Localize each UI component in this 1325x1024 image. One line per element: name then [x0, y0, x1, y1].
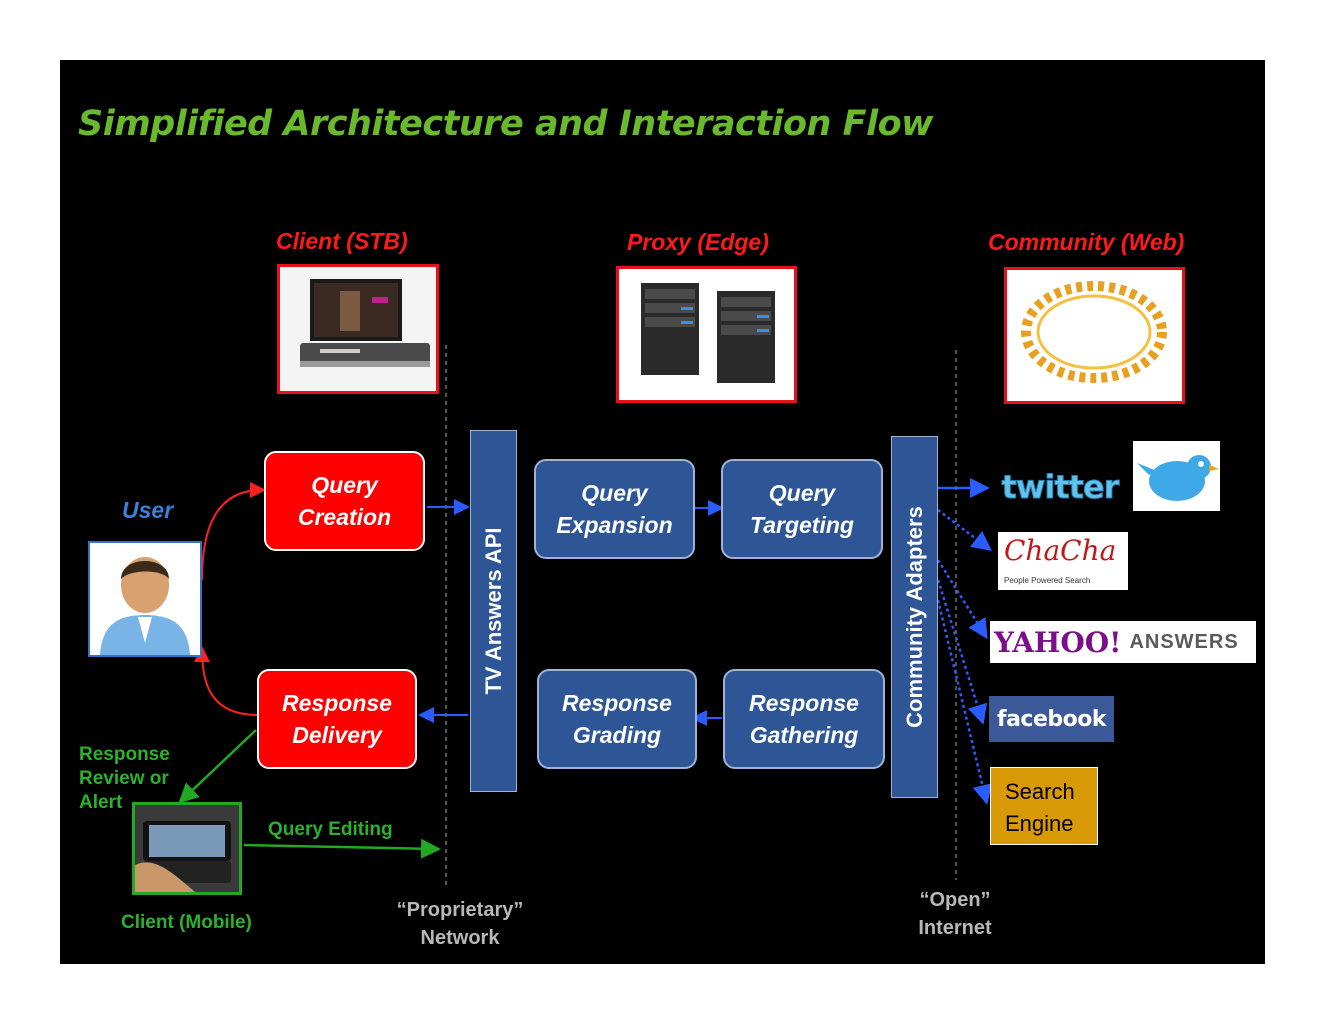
yahoo-answers-logo: YAHOO! ANSWERS	[990, 621, 1256, 663]
query-creation-box: Query Creation	[264, 451, 425, 551]
yahoo-wordmark: YAHOO!	[994, 625, 1122, 659]
response-review-label: Response Review or Alert	[79, 744, 170, 813]
delivery-to-user-arrow	[194, 646, 259, 716]
response-delivery-label: Response Delivery	[282, 690, 392, 748]
adapters-to-yahoo-arrow	[936, 559, 988, 640]
user-avatar	[88, 541, 202, 657]
response-gathering-label: Response Gathering	[749, 690, 859, 748]
facebook-wordmark: facebook	[997, 706, 1107, 732]
query-editing-arrow	[243, 838, 441, 859]
answers-wordmark: ANSWERS	[1129, 630, 1239, 653]
twitter-bird-icon	[1137, 455, 1219, 501]
section-client-stb: Client (STB)	[276, 228, 408, 254]
twitter-wordmark: twitter	[1001, 468, 1120, 507]
tv-answers-api-bar: TV Answers API	[470, 430, 517, 792]
smartphone-icon	[135, 805, 239, 892]
servers-image	[616, 266, 797, 403]
community-adapters-label: Community Adapters	[901, 506, 927, 728]
user-to-query-arrow	[201, 482, 266, 581]
query-targeting-label: Query Targeting	[750, 480, 854, 538]
stb-image	[277, 264, 439, 394]
chacha-logo: ChaCha People Powered Search	[998, 532, 1128, 590]
slide-title: Simplified Architecture and Interaction …	[78, 104, 933, 144]
facebook-logo: facebook	[989, 696, 1114, 742]
people-circle-icon	[1007, 270, 1182, 401]
community-image	[1004, 267, 1185, 404]
response-grading-box: Response Grading	[537, 669, 697, 769]
user-label: User	[122, 497, 174, 523]
twitter-logo: twitter	[990, 464, 1130, 510]
twitter-bird-image	[1133, 441, 1220, 511]
query-expansion-box: Query Expansion	[534, 459, 695, 559]
response-gathering-box: Response Gathering	[723, 669, 885, 769]
query-editing-label: Query Editing	[268, 819, 393, 840]
open-internet-label: “Open” Internet	[918, 889, 992, 939]
server-icon	[619, 269, 794, 400]
chacha-wordmark: ChaCha	[1004, 534, 1117, 567]
tv-settop-box-icon	[280, 267, 436, 391]
tv-answers-api-label: TV Answers API	[480, 527, 506, 695]
section-proxy-edge: Proxy (Edge)	[627, 229, 769, 255]
mobile-device-image	[132, 802, 242, 895]
search-engine-label: Search Engine	[1005, 779, 1075, 836]
client-mobile-label: Client (Mobile)	[121, 912, 252, 933]
community-adapters-bar: Community Adapters	[891, 436, 938, 798]
section-community-web: Community (Web)	[988, 229, 1185, 255]
response-grading-label: Response Grading	[562, 690, 672, 748]
user-icon	[100, 557, 190, 655]
proprietary-network-label: “Proprietary” Network	[396, 899, 524, 949]
query-expansion-label: Query Expansion	[556, 480, 673, 538]
adapters-to-search-arrow	[936, 599, 993, 805]
adapters-to-chacha-arrow	[937, 509, 992, 552]
response-delivery-box: Response Delivery	[257, 669, 417, 769]
review-alert-arrow	[178, 729, 257, 804]
query-creation-label: Query Creation	[297, 472, 392, 530]
search-engine-box: Search Engine	[990, 767, 1098, 845]
adapters-to-facebook-arrow	[936, 579, 988, 725]
chacha-tagline: People Powered Search	[1004, 576, 1091, 585]
query-targeting-box: Query Targeting	[721, 459, 883, 559]
